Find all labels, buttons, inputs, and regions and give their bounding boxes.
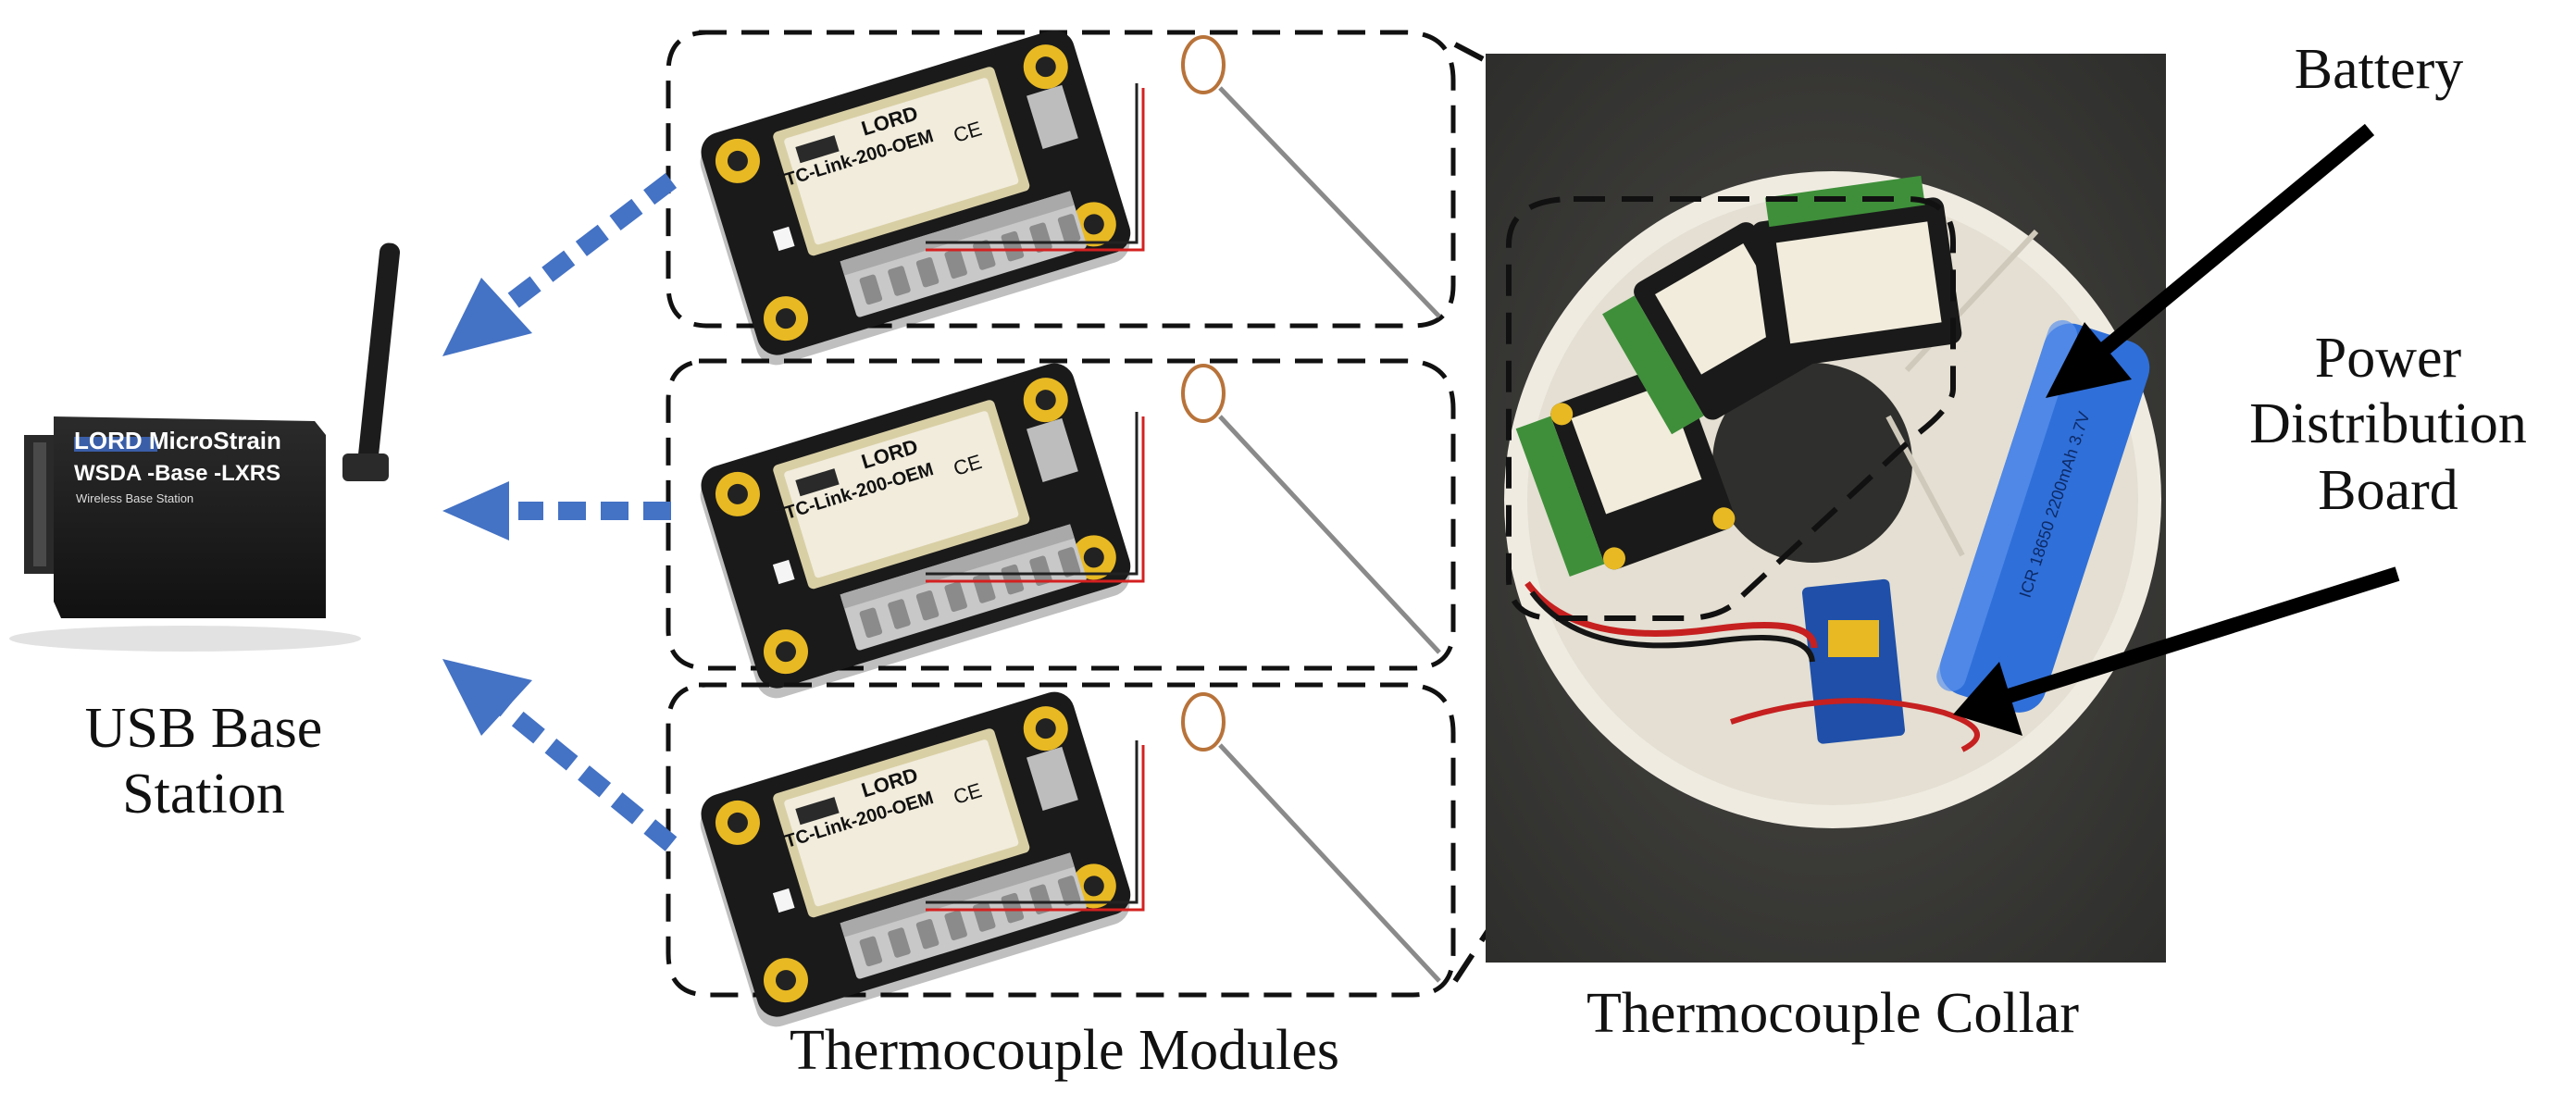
base-station-label-line-1: USB Base (84, 697, 323, 760)
base-station-model: WSDA -Base -LXRS (74, 461, 281, 486)
base-station-subtitle: Wireless Base Station (76, 491, 194, 505)
power-board-label-line-1: Power (2314, 327, 2462, 390)
callout-arrows (1953, 123, 2400, 736)
base-station-brand: LORD MicroStrain (74, 427, 281, 454)
power-board-label: Power Distribution Board (2212, 326, 2564, 524)
base-station-label-line-2: Station (122, 763, 285, 826)
thermocouple-collar-photo (1486, 54, 2166, 963)
wireless-link-arrows (442, 173, 678, 851)
battery-label: Battery (2294, 38, 2464, 101)
usb-base-station-device (9, 242, 401, 652)
collar-label: Thermocouple Collar (1587, 982, 2079, 1045)
thermocouple-module-1 (666, 25, 1456, 370)
power-board-label-line-3: Board (2318, 458, 2458, 522)
modules-label: Thermocouple Modules (789, 1019, 1340, 1082)
thermocouple-module-2 (666, 358, 1456, 703)
thermocouple-module-3 (666, 682, 1456, 1032)
power-board-label-line-2: Distribution (2249, 392, 2527, 456)
base-station-label: USB Base Station (37, 696, 370, 828)
